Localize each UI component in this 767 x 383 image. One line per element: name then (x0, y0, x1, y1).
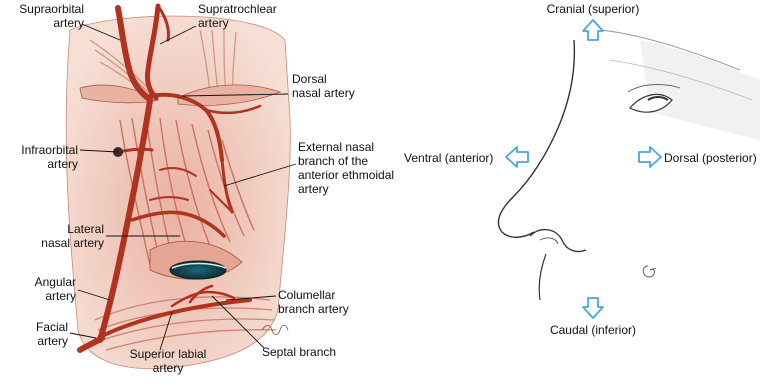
label-facial-artery: Facial artery (2, 320, 68, 348)
label-line: External nasal (298, 140, 394, 154)
label-line: Infraorbital (2, 143, 78, 157)
label-columellar-branch-artery: Columellar branch artery (278, 288, 349, 316)
label-line: Supraorbital (4, 2, 84, 16)
label-line: artery (2, 334, 68, 348)
label-supratrochlear-artery: Supratrochlear artery (198, 2, 277, 30)
label-line: artery (298, 182, 394, 196)
label-line: artery (118, 361, 218, 375)
label-line: artery (2, 289, 76, 303)
label-line: Septal branch (262, 345, 336, 359)
label-line: branch of the (298, 154, 394, 168)
label-angular-artery: Angular artery (2, 275, 76, 303)
label-dorsal-nasal-artery: Dorsal nasal artery (292, 72, 355, 100)
label-line: artery (2, 157, 78, 171)
label-line: nasal artery (2, 236, 104, 250)
label-line: Superior labial (118, 347, 218, 361)
label-line: Facial (2, 320, 68, 334)
label-lateral-nasal-artery: Lateral nasal artery (2, 222, 104, 250)
label-line: Angular (2, 275, 76, 289)
label-supraorbital-artery: Supraorbital artery (4, 2, 84, 30)
label-caudal-inferior: Caudal (inferior) (538, 323, 648, 337)
label-line: branch artery (278, 302, 349, 316)
label-superior-labial-artery: Superior labial artery (118, 347, 218, 375)
label-line: anterior ethmoidal (298, 168, 394, 182)
label-dorsal-posterior: Dorsal (posterior) (664, 151, 757, 165)
label-infraorbital-artery: Infraorbital artery (2, 143, 78, 171)
label-ventral-anterior: Ventral (anterior) (404, 151, 493, 165)
label-line: Supratrochlear (198, 2, 277, 16)
label-line: artery (4, 16, 84, 30)
label-external-nasal-branch: External nasal branch of the anterior et… (298, 140, 394, 196)
label-cranial-superior: Cranial (superior) (538, 2, 648, 16)
label-line: Lateral (2, 222, 104, 236)
label-line: Dorsal (292, 72, 355, 86)
label-line: nasal artery (292, 86, 355, 100)
label-septal-branch: Septal branch (262, 345, 336, 359)
label-line: artery (198, 16, 277, 30)
label-line: Columellar (278, 288, 349, 302)
